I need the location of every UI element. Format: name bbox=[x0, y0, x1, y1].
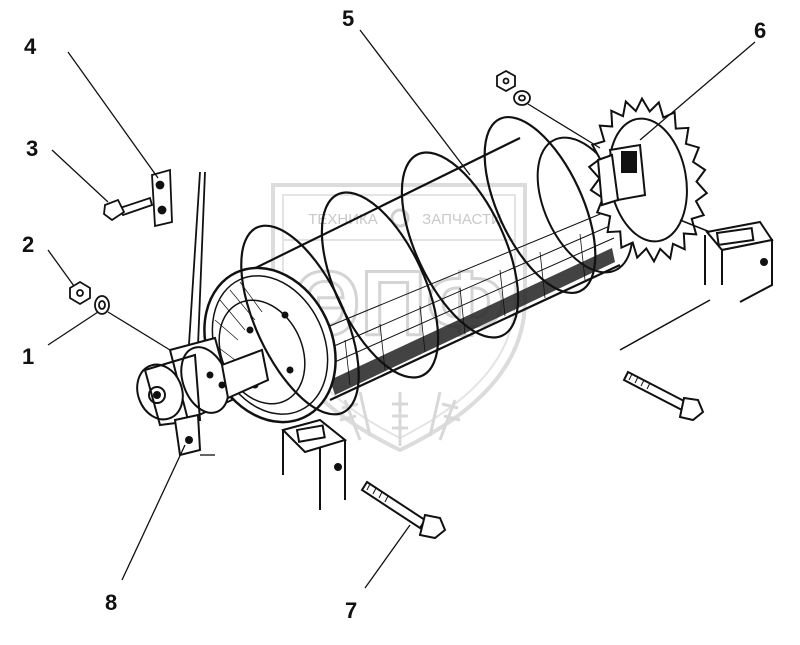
callout-4: 4 bbox=[24, 34, 37, 59]
nut-left bbox=[69, 280, 91, 306]
bolt-right bbox=[622, 370, 705, 422]
lower-support-tube bbox=[281, 418, 348, 510]
callout-7: 7 bbox=[345, 598, 358, 623]
watermark-right-text: ЗАПЧАСТИ bbox=[422, 211, 502, 228]
callout-8: 8 bbox=[105, 590, 118, 615]
right-support-tube bbox=[619, 219, 774, 351]
leader-lines bbox=[47, 29, 756, 589]
washer-left bbox=[94, 295, 110, 315]
sprocket bbox=[587, 96, 709, 264]
plate-washer bbox=[151, 168, 173, 228]
nut-top bbox=[496, 69, 516, 93]
callout-5: 5 bbox=[342, 6, 355, 31]
left-bearing-housing bbox=[136, 336, 270, 457]
bolt-small bbox=[103, 196, 154, 222]
callout-1: 1 bbox=[22, 344, 35, 369]
callout-6: 6 bbox=[754, 18, 767, 43]
callout-2: 2 bbox=[22, 232, 35, 257]
bolt-lower bbox=[360, 480, 447, 540]
washer-top bbox=[513, 90, 531, 106]
callout-3: 3 bbox=[26, 136, 39, 161]
